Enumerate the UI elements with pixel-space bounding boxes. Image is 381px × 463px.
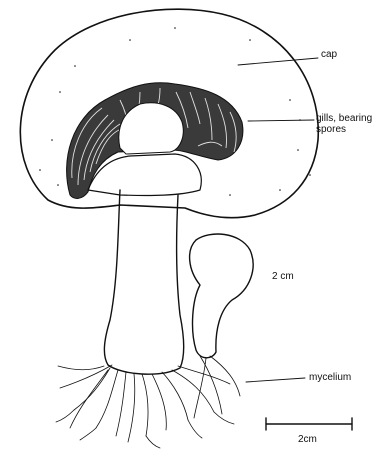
scale-bar: [266, 418, 352, 430]
young-size-label: 2 cm: [272, 271, 294, 282]
cap-label: cap: [321, 49, 338, 60]
stalk: [104, 190, 183, 374]
scale-bar-label: 2cm: [298, 434, 317, 445]
mycelium-label: mycelium: [309, 372, 351, 383]
gills-label-line1: gills, bearing: [316, 113, 372, 124]
gills-label-line2: spores: [316, 124, 346, 135]
mycelium-threads: [56, 356, 240, 448]
gills-leader: [248, 120, 314, 121]
young-mushroom: [190, 234, 254, 358]
cap-leader: [238, 58, 318, 65]
mycelium-leader: [246, 378, 305, 382]
